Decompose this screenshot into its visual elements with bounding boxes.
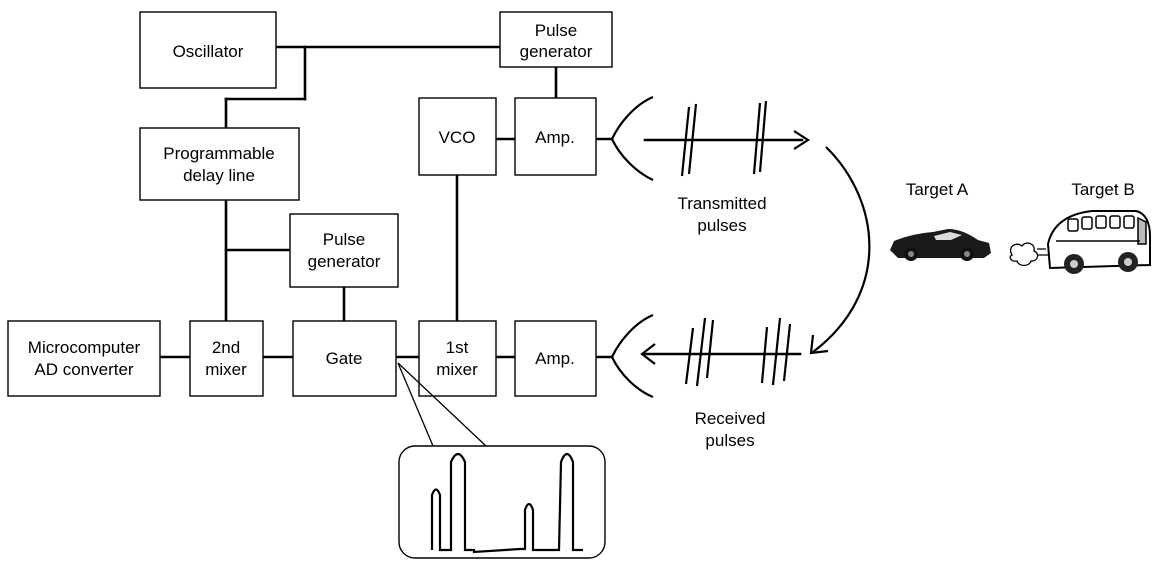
gate-output-waveform-callout xyxy=(397,362,606,559)
rx-antenna-icon xyxy=(610,313,654,399)
bus-icon xyxy=(1046,210,1151,274)
target-b-label: Target B xyxy=(1071,180,1134,199)
exhaust-puff-icon xyxy=(1009,242,1048,267)
received-label-line2: pulses xyxy=(705,431,754,450)
microcomputer-label-line2: AD converter xyxy=(34,360,134,379)
amp-tx-label: Amp. xyxy=(535,128,575,147)
tx-antenna-icon xyxy=(610,95,654,181)
transmitted-pulse-train xyxy=(643,100,811,177)
mixer2-label-line1: 2nd xyxy=(212,338,240,357)
pulse-generator-top-label-line2: generator xyxy=(520,42,593,61)
waveform-trace xyxy=(430,452,583,554)
mixer1-label-line1: 1st xyxy=(446,338,469,357)
mixer2-block: 2nd mixer xyxy=(189,320,264,397)
amp-rx-block: Amp. xyxy=(514,320,597,397)
car-icon xyxy=(890,229,991,261)
pulse-generator-mid-block: Pulse generator xyxy=(289,213,399,288)
reflection-arrowhead xyxy=(809,334,829,355)
pulse-generator-top-block: Pulse generator xyxy=(499,11,613,68)
received-label-line1: Received xyxy=(695,409,766,428)
delay-line-block: Programmable delay line xyxy=(139,127,300,201)
microcomputer-label-line1: Microcomputer xyxy=(28,338,141,357)
oscillator-label: Oscillator xyxy=(173,42,244,61)
vco-label: VCO xyxy=(439,128,476,147)
target-a-label: Target A xyxy=(906,180,969,199)
mixer1-label-line2: mixer xyxy=(436,360,478,379)
vco-block: VCO xyxy=(418,97,497,176)
received-pulse-train xyxy=(640,317,802,387)
microcomputer-block: Microcomputer AD converter xyxy=(7,320,161,397)
reflection-arrow xyxy=(812,146,871,353)
signal-wires xyxy=(158,45,614,359)
mixer2-label-line2: mixer xyxy=(205,360,247,379)
pulse-generator-mid-label-line1: Pulse xyxy=(323,230,366,249)
amp-tx-block: Amp. xyxy=(514,97,597,176)
pulse-generator-top-label-line1: Pulse xyxy=(535,21,578,40)
delay-line-label-line2: delay line xyxy=(183,166,255,185)
transmitted-label-line1: Transmitted xyxy=(677,194,766,213)
transmitted-label-line2: pulses xyxy=(697,216,746,235)
mixer1-block: 1st mixer xyxy=(418,320,497,397)
delay-line-label-line1: Programmable xyxy=(163,144,275,163)
pulse-generator-mid-label-line2: generator xyxy=(308,252,381,271)
gate-block: Gate xyxy=(292,320,397,397)
amp-rx-label: Amp. xyxy=(535,349,575,368)
oscillator-block: Oscillator xyxy=(139,11,277,89)
gate-label: Gate xyxy=(326,349,363,368)
